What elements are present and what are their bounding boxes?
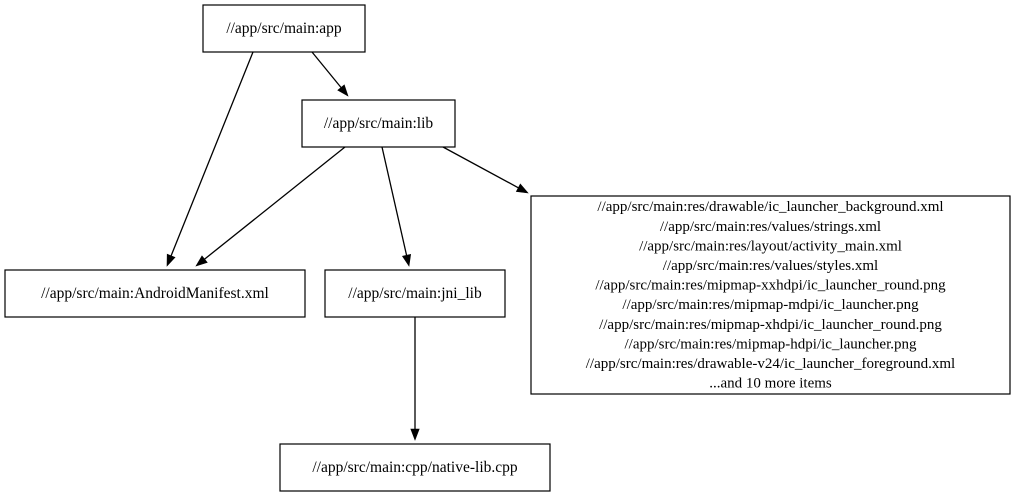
arrowhead-icon xyxy=(195,255,208,267)
graph-node-manifest[interactable]: //app/src/main:AndroidManifest.xml xyxy=(4,269,306,318)
graph-node-app[interactable]: //app/src/main:app xyxy=(202,4,366,53)
graph-edge-app-to-manifest xyxy=(166,51,254,267)
node-label-line: //app/src/main:res/values/strings.xml xyxy=(660,219,881,235)
node-label: //app/src/main:jni_lib xyxy=(348,285,482,302)
arrowhead-icon xyxy=(166,253,176,267)
nodes-layer: //app/src/main:app //app/src/main:lib //ap… xyxy=(4,4,1011,492)
node-box[interactable] xyxy=(324,269,506,318)
arrowhead-icon xyxy=(401,253,412,267)
node-label-line: //app/src/main:res/drawable-v24/ic_launc… xyxy=(586,356,955,372)
node-label-line: //app/src/main:res/drawable/ic_launcher_… xyxy=(597,199,943,215)
edge-line xyxy=(170,51,254,257)
edge-line xyxy=(204,146,346,260)
node-label: //app/src/main:AndroidManifest.xml xyxy=(41,285,269,302)
arrowhead-icon xyxy=(515,183,529,194)
graph-node-native_lib[interactable]: //app/src/main:cpp/native-lib.cpp xyxy=(279,443,551,492)
graph-edge-app-to-lib xyxy=(311,51,349,97)
node-box[interactable] xyxy=(279,443,551,492)
graph-node-lib[interactable]: //app/src/main:lib xyxy=(301,99,456,148)
node-label-line: //app/src/main:res/mipmap-xhdpi/ic_launc… xyxy=(599,317,942,333)
graph-node-res_group[interactable]: //app/src/main:res/drawable/ic_launcher_… xyxy=(530,195,1011,395)
node-label-line: //app/src/main:res/layout/activity_main.… xyxy=(639,238,902,254)
node-box[interactable] xyxy=(530,195,1011,395)
arrowhead-icon xyxy=(337,84,349,97)
node-label-line: //app/src/main:res/mipmap-mdpi/ic_launch… xyxy=(622,297,919,313)
node-label: //app/src/main:lib xyxy=(324,115,434,132)
edge-line xyxy=(442,146,519,189)
node-label: //app/src/main:app xyxy=(226,20,342,37)
edges-layer xyxy=(166,51,529,441)
node-label-line: //app/src/main:res/mipmap-hdpi/ic_launch… xyxy=(624,336,917,352)
node-box[interactable] xyxy=(202,4,366,53)
node-label-line: //app/src/main:res/values/styles.xml xyxy=(663,258,878,274)
node-box[interactable] xyxy=(4,269,306,318)
graph-edge-jni_lib-to-native_lib xyxy=(410,317,420,441)
edge-line xyxy=(381,146,408,256)
arrowhead-icon xyxy=(410,428,420,441)
node-label-line: ...and 10 more items xyxy=(709,376,832,392)
graph-edge-lib-to-jni_lib xyxy=(381,146,412,267)
node-label-line: //app/src/main:res/mipmap-xxhdpi/ic_laun… xyxy=(595,278,946,294)
graph-edge-lib-to-res_group xyxy=(442,146,529,194)
node-label: //app/src/main:cpp/native-lib.cpp xyxy=(312,459,518,476)
graph-node-jni_lib[interactable]: //app/src/main:jni_lib xyxy=(324,269,506,318)
edge-line xyxy=(311,51,342,88)
node-box[interactable] xyxy=(301,99,456,148)
graph-edge-lib-to-manifest xyxy=(195,146,346,267)
